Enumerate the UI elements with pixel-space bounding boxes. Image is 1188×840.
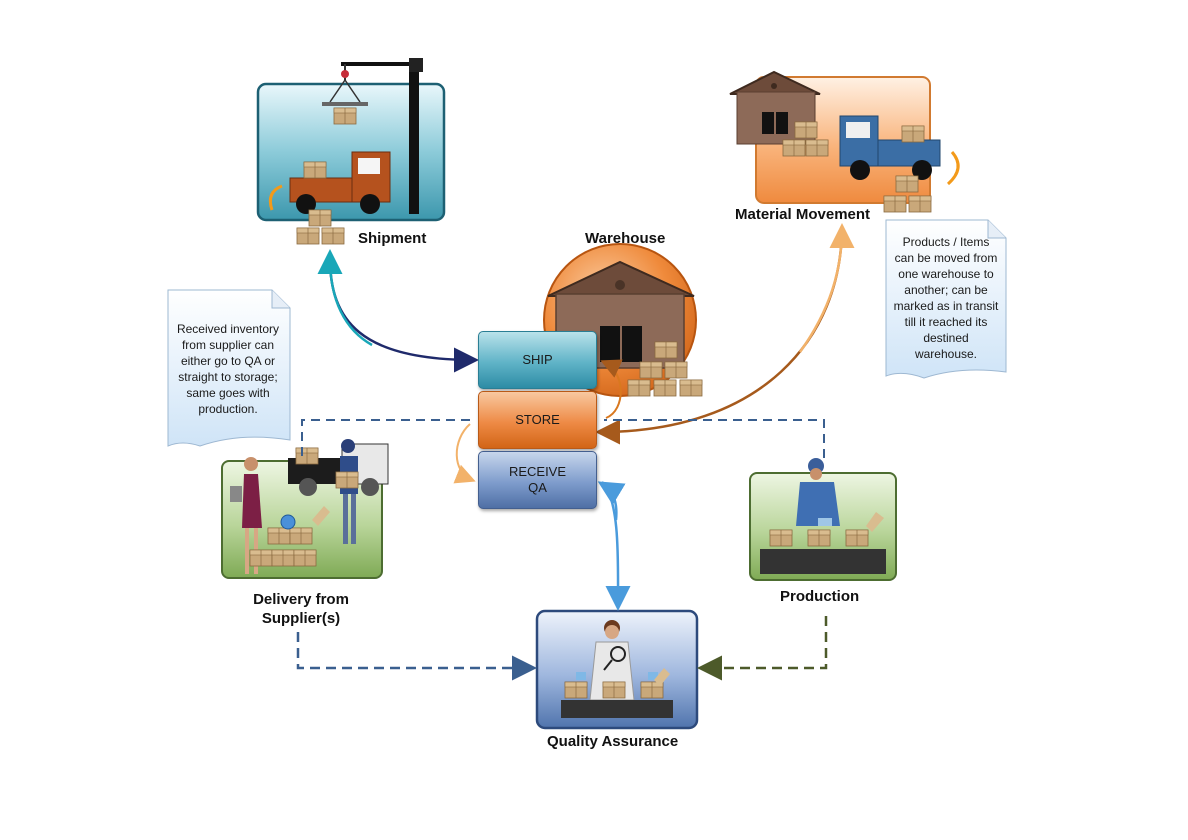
delivery-qa-dash (296, 632, 537, 681)
material-arrow (798, 223, 855, 353)
note-right-shape (885, 219, 1007, 379)
production-store-dash (604, 419, 825, 458)
ship-arrow (328, 257, 479, 373)
worker-packing-icon (760, 458, 886, 574)
receive-qa-button[interactable]: RECEIVE QA (478, 451, 597, 509)
store-button[interactable]: STORE (478, 391, 597, 449)
warehouse-label: Warehouse (585, 230, 666, 247)
note-left: Received inventory from supplier can eit… (176, 322, 280, 416)
shipment-label: Shipment (358, 230, 427, 247)
delivery-store-dash (301, 419, 474, 456)
note-left-shape (167, 289, 291, 447)
house-truck-icon (729, 70, 960, 213)
quality-assurance-label: Quality Assurance (547, 733, 679, 750)
shipment-panel (256, 58, 446, 245)
production-qa-dash (697, 616, 828, 681)
delivery-people-icon (230, 439, 389, 574)
qa-panel (535, 609, 699, 730)
material-movement-label: Material Movement (735, 206, 871, 223)
inspector-icon (561, 620, 673, 718)
production-label: Production (780, 588, 860, 605)
material-movement-panel (729, 70, 960, 213)
store-receive-arrow (453, 423, 476, 484)
store-ship-arrow (600, 359, 623, 419)
crane-truck-icon (268, 58, 423, 245)
ship-button[interactable]: SHIP (478, 331, 597, 389)
shipment-arrowhead (328, 257, 373, 347)
production-panel (749, 458, 897, 581)
delivery-panel (221, 439, 389, 579)
delivery-label: Delivery from Supplier(s) (253, 591, 349, 627)
qa-arrow-back (597, 481, 626, 521)
note-right: Products / Items can be moved from one w… (893, 235, 999, 361)
